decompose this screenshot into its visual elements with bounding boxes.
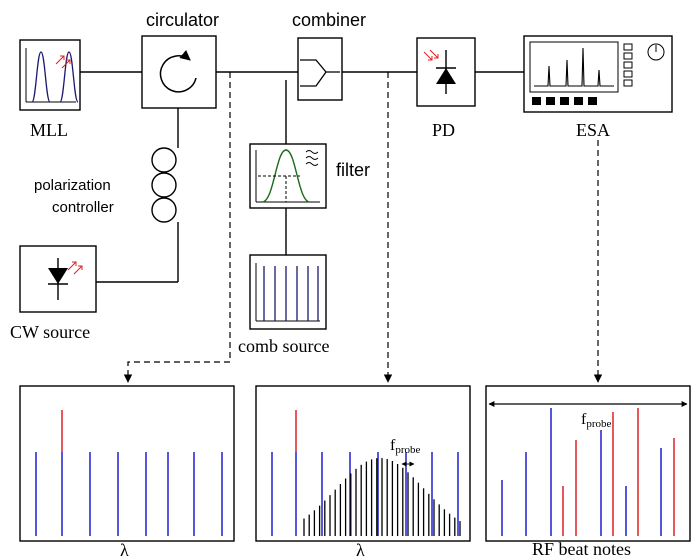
filter-label: filter	[336, 160, 370, 180]
laser-diode-icon	[48, 268, 68, 284]
spectrum-left: λ	[19, 385, 235, 559]
esa-screen	[529, 41, 619, 93]
esa-front-buttons	[532, 97, 597, 105]
pd-block: PD	[416, 37, 476, 140]
circulator-label: circulator	[146, 10, 219, 30]
photodiode-icon	[436, 68, 456, 84]
esa-label: ESA	[576, 120, 610, 140]
circulation-icon	[159, 49, 197, 93]
esa-block: ESA	[523, 35, 673, 140]
right-axis-label: RF beat notes	[532, 539, 631, 559]
polarization-label-1: polarization	[34, 177, 111, 194]
comb-source-block: comb source	[238, 254, 329, 356]
esa-trace-line	[534, 47, 614, 87]
pd-label: PD	[432, 120, 455, 140]
emission-arrows-icon	[55, 55, 71, 69]
esa-side-buttons	[623, 43, 633, 87]
tunable-filter-icon	[305, 150, 319, 166]
spectrum-right: fprobe RF beat notes	[485, 385, 691, 559]
circulator-block: circulator	[141, 10, 219, 109]
middle-annotation: fprobe	[390, 437, 420, 456]
middle-axis-label: λ	[356, 540, 365, 559]
right-annotation: fprobe	[581, 411, 611, 430]
polarization-controller: polarization controller	[34, 147, 177, 223]
combiner-label: combiner	[292, 10, 366, 30]
mll-label: MLL	[30, 120, 68, 140]
spectrum-middle: fprobe λ	[255, 385, 471, 559]
filter-block: filter	[249, 143, 370, 209]
comb-source-label: comb source	[238, 336, 329, 356]
cw-source-block: CW source	[10, 245, 97, 342]
combiner-block: combiner	[292, 10, 366, 101]
probe-paths	[123, 72, 603, 383]
polarization-label-2: controller	[52, 199, 114, 216]
mll-block: MLL	[19, 39, 81, 140]
cw-source-label: CW source	[10, 322, 90, 342]
left-axis-label: λ	[120, 540, 129, 559]
